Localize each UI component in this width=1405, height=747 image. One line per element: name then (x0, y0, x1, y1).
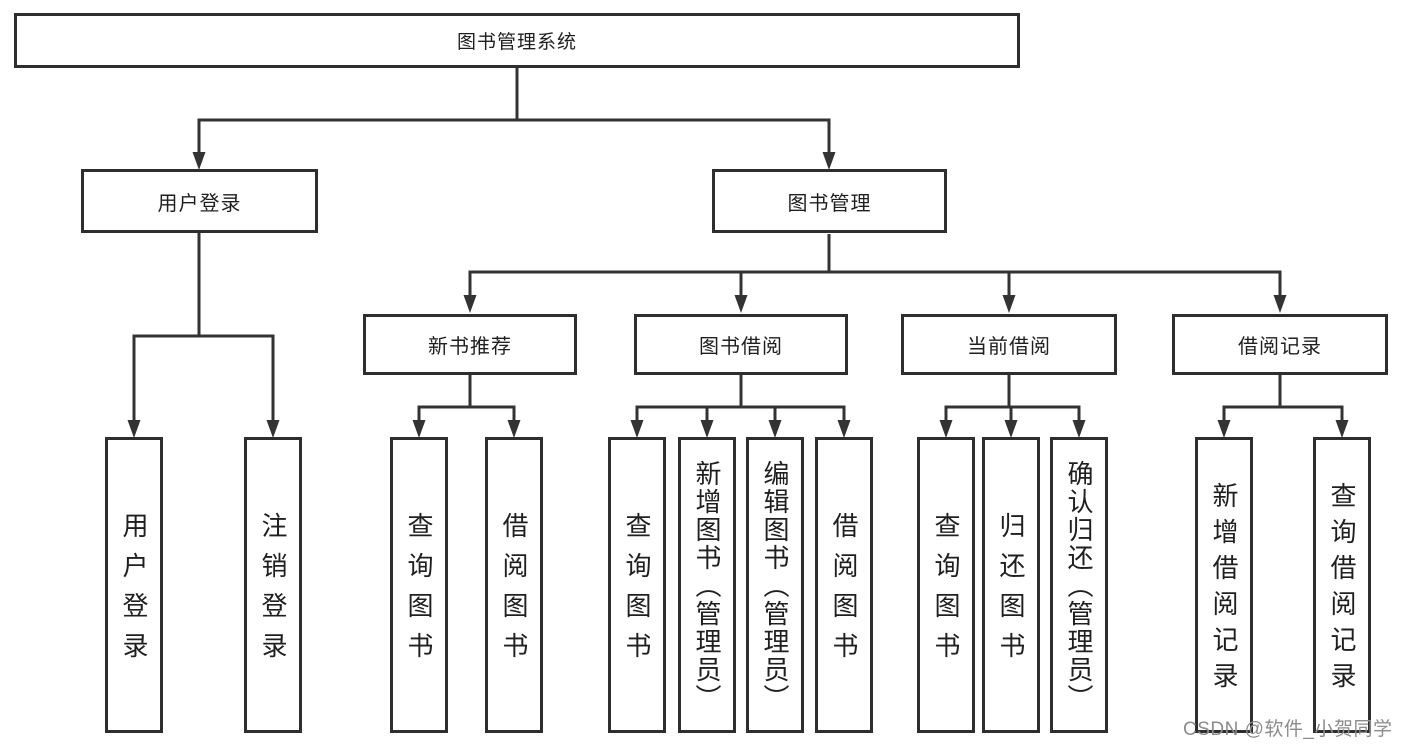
node-borrowing-records: 借阅记录 (1172, 314, 1388, 375)
leaf-label: 查询借阅记录 (1327, 482, 1357, 698)
leaf-label: 新增图书（管理员） (692, 460, 722, 712)
leaf-label: 注销登录 (258, 512, 288, 672)
node-label: 新书推荐 (428, 336, 512, 358)
leaf-return-books: 归还图书 (982, 437, 1040, 733)
leaf-logout: 注销登录 (244, 437, 302, 733)
leaf-label: 借阅图书 (829, 512, 859, 672)
leaf-confirm-return-admin: 确认归还（管理员） (1050, 437, 1108, 733)
node-user-login: 用户登录 (81, 169, 318, 233)
leaf-query-books-current: 查询图书 (917, 437, 975, 733)
node-label: 图书借阅 (699, 336, 783, 358)
leaf-label: 借阅图书 (499, 512, 529, 672)
node-label: 当前借阅 (967, 336, 1051, 358)
node-label: 用户登录 (157, 192, 242, 215)
node-current-borrowing: 当前借阅 (901, 314, 1117, 375)
leaf-query-borrow-record: 查询借阅记录 (1313, 437, 1371, 733)
csdn-watermark: CSDN @软件_小贺同学 (1183, 719, 1393, 740)
leaf-borrow-books-recommend: 借阅图书 (485, 437, 543, 733)
node-library-management-system: 图书管理系统 (14, 13, 1020, 68)
node-new-book-recommendation: 新书推荐 (363, 314, 577, 375)
leaf-user-login: 用户登录 (105, 437, 163, 733)
leaf-label: 归还图书 (996, 512, 1026, 672)
leaf-label: 查询图书 (931, 512, 961, 672)
leaf-label: 新增借阅记录 (1209, 482, 1239, 698)
leaf-add-book-admin: 新增图书（管理员） (678, 437, 736, 733)
node-label: 图书管理系统 (456, 32, 577, 53)
leaf-label: 查询图书 (404, 512, 434, 672)
leaf-label: 查询图书 (622, 512, 652, 672)
leaf-label: 编辑图书（管理员） (760, 460, 790, 712)
leaf-query-books-recommend: 查询图书 (390, 437, 448, 733)
leaf-query-books-borrowing: 查询图书 (608, 437, 666, 733)
leaf-borrow-books-borrowing: 借阅图书 (815, 437, 873, 733)
leaf-label: 用户登录 (119, 512, 149, 672)
node-book-management: 图书管理 (712, 169, 947, 233)
leaf-add-borrow-record: 新增借阅记录 (1195, 437, 1253, 733)
leaf-edit-book-admin: 编辑图书（管理员） (746, 437, 804, 733)
node-label: 借阅记录 (1238, 336, 1322, 358)
node-book-borrowing: 图书借阅 (634, 314, 848, 375)
node-label: 图书管理 (787, 192, 872, 215)
leaf-label: 确认归还（管理员） (1064, 460, 1094, 712)
